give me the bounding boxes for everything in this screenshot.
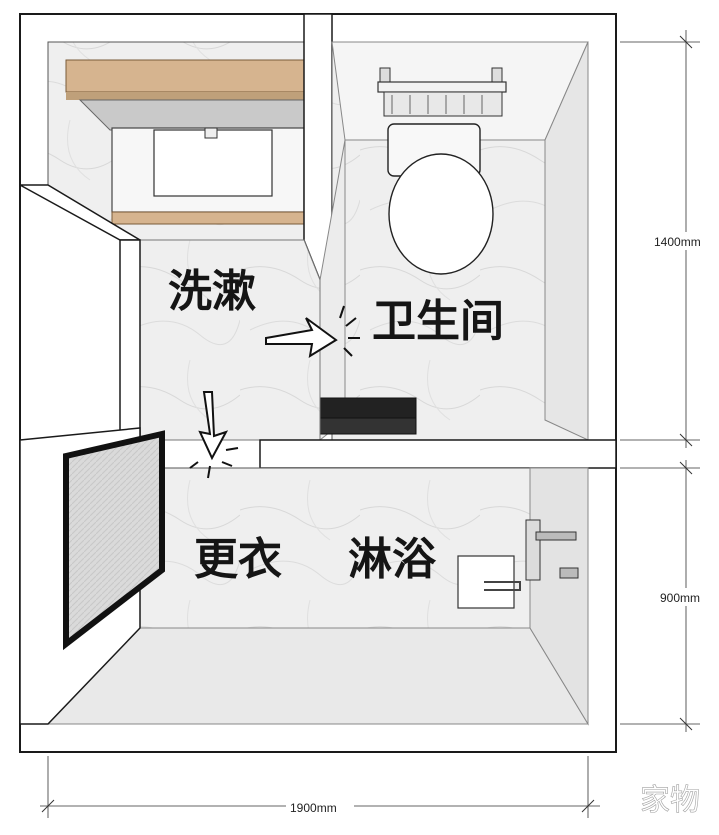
corridor-floor xyxy=(119,239,321,441)
dimension-right-upper xyxy=(620,30,719,448)
glass-door xyxy=(63,430,165,651)
label-washing: 洗漱 xyxy=(168,266,256,317)
vanity-sink xyxy=(111,127,305,225)
shower-fixture xyxy=(457,519,579,609)
label-changing: 更衣 xyxy=(194,534,282,585)
washing-zone xyxy=(19,41,305,241)
vanity-mirror xyxy=(78,99,305,131)
dim-upper-height: 1400mm xyxy=(654,235,701,249)
entry-step xyxy=(303,397,417,435)
toilet xyxy=(387,123,494,275)
label-shower: 淋浴 xyxy=(348,534,437,585)
dim-lower-height: 900mm xyxy=(660,591,700,605)
towel-rack xyxy=(377,67,507,117)
dim-total-width: 1900mm xyxy=(290,801,337,815)
arrow-to-toilet xyxy=(265,305,360,359)
label-toilet: 卫生间 xyxy=(372,296,504,347)
dimension-bottom xyxy=(40,756,600,818)
partition-wall-horizontal xyxy=(259,439,617,469)
changing-shower-zone xyxy=(19,427,589,726)
watermark-text: 家物 xyxy=(640,783,700,818)
dimension-right-lower xyxy=(620,460,716,732)
wood-shelf xyxy=(65,59,305,100)
arrow-to-changing xyxy=(189,391,239,479)
toilet-zone xyxy=(303,41,589,442)
